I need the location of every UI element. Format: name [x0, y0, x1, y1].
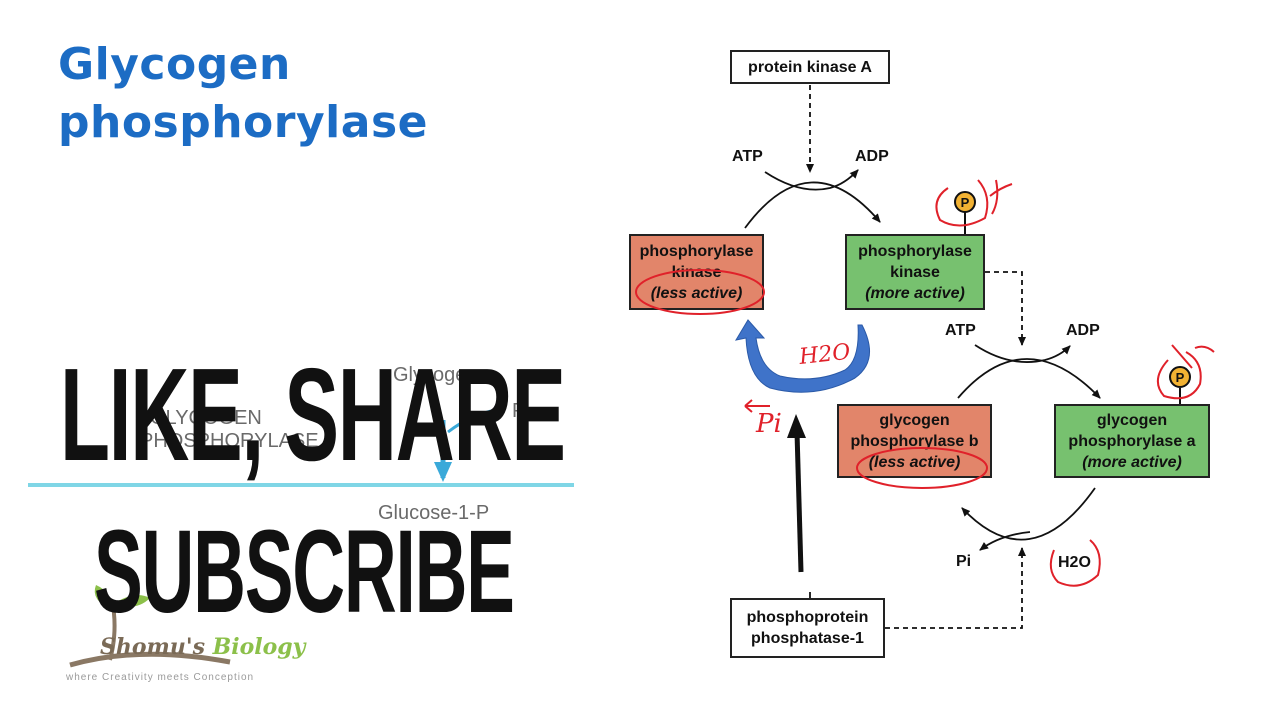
top-activation-arc — [744, 181, 881, 229]
gp-a-line2: phosphorylase a — [1068, 432, 1196, 450]
pk-less-line1: phosphorylase — [639, 242, 754, 260]
gp-b-line1: glycogen — [879, 411, 950, 429]
phosphorylase-kinase-more-active-box: phosphorylase kinase (more active) — [845, 234, 985, 310]
atp-adp-top-arc — [764, 169, 859, 191]
phosphatase-dashed-arrow — [885, 547, 1026, 629]
handwritten-h2o: H2O — [797, 340, 852, 370]
atp-mid-label: ATP — [945, 322, 976, 339]
pi-release-arrow — [979, 531, 1031, 551]
logo-name-part2: Biology — [212, 634, 306, 660]
logo-name-part1: Shomu's — [100, 634, 205, 660]
middle-activation-arc — [957, 358, 1101, 399]
phosphate-right-icon — [1169, 366, 1191, 388]
phosphate-top-icon — [954, 191, 976, 213]
gp-a-line1: glycogen — [1096, 411, 1168, 429]
ppp-line1: phosphoprotein — [746, 609, 869, 626]
atp-adp-mid-arc — [974, 344, 1071, 363]
phosphorylase-kinase-less-active-box: phosphorylase kinase (less active) — [629, 234, 764, 310]
like-share-overlay: LIKE, SHARE — [60, 341, 566, 488]
phosphate-right-letter: P — [1176, 370, 1185, 385]
adp-top-label: ADP — [855, 148, 889, 165]
handdrawn-black-arrow — [794, 431, 804, 573]
pk-less-line2: kinase — [671, 263, 722, 281]
red-cross-top — [989, 179, 1013, 215]
bg-enzyme-line2: PHOSPHORYLASE — [140, 430, 319, 452]
title-line-1: Glycogen — [58, 39, 291, 90]
phosphate-top-letter: P — [961, 195, 970, 210]
logo-tagline: where Creativity meets Conception — [66, 672, 255, 683]
pi-bottom-label: Pi — [956, 553, 972, 570]
bg-pi-label: Pi — [512, 400, 530, 422]
bottom-dephosphorylation-arc — [961, 487, 1096, 541]
bg-glycogen-label: Glycogen — [393, 364, 478, 386]
red-circle-phosphate-top — [935, 179, 989, 227]
title-line-2: phosphorylase — [58, 97, 428, 148]
atp-top-label: ATP — [732, 148, 763, 165]
pk-more-line3: (more active) — [865, 284, 965, 302]
gp-a-line3: (more active) — [1082, 453, 1182, 471]
circle-h2o — [1049, 539, 1101, 587]
handdrawn-black-arrowhead — [787, 414, 806, 438]
glycogen-phosphorylase-a-box: glycogen phosphorylase a (more active) — [1054, 404, 1210, 478]
pk-more-line2: kinase — [890, 263, 940, 281]
blue-curved-arrow — [734, 319, 871, 393]
handwritten-pi: Pi — [755, 409, 782, 439]
gp-b-line2: phosphorylase b — [850, 432, 979, 450]
ppp-line2: phosphatase-1 — [751, 630, 864, 647]
h2o-bottom-label: H2O — [1058, 554, 1091, 571]
pk-less-line3: (less active) — [650, 284, 743, 302]
adp-mid-label: ADP — [1066, 322, 1100, 339]
bg-pi-branch — [447, 408, 497, 434]
pk-more-line1: phosphorylase — [858, 242, 972, 260]
logo-plant-icon — [69, 585, 231, 668]
bg-enzyme-line1: GLYCOGEN — [150, 407, 262, 429]
page-title: Glycogen phosphorylase — [58, 36, 428, 152]
red-circle-phosphate-right — [1157, 351, 1202, 400]
gp-b-line3: (less active) — [868, 453, 961, 471]
bg-down-arrow-head — [434, 462, 452, 482]
phosphoprotein-phosphatase-box: phosphoprotein phosphatase-1 — [730, 598, 885, 658]
protein-kinase-a-label: protein kinase A — [748, 58, 872, 76]
glycogen-phosphorylase-b-box: glycogen phosphorylase b (less active) — [837, 404, 992, 478]
protein-kinase-a-box: protein kinase A — [730, 50, 890, 84]
subscribe-overlay: SUBSCRIBE — [94, 506, 515, 638]
circle-less-active-kinase — [635, 269, 765, 315]
red-cross-right — [1171, 344, 1215, 369]
bg-product-label: Glucose-1-P — [378, 502, 490, 524]
logo-name: Shomu's Biology — [100, 634, 305, 660]
pk-to-gp-dashed-arrow — [985, 271, 1026, 346]
circle-less-active-gp — [856, 447, 988, 489]
handwritten-arrow-left — [744, 399, 770, 413]
